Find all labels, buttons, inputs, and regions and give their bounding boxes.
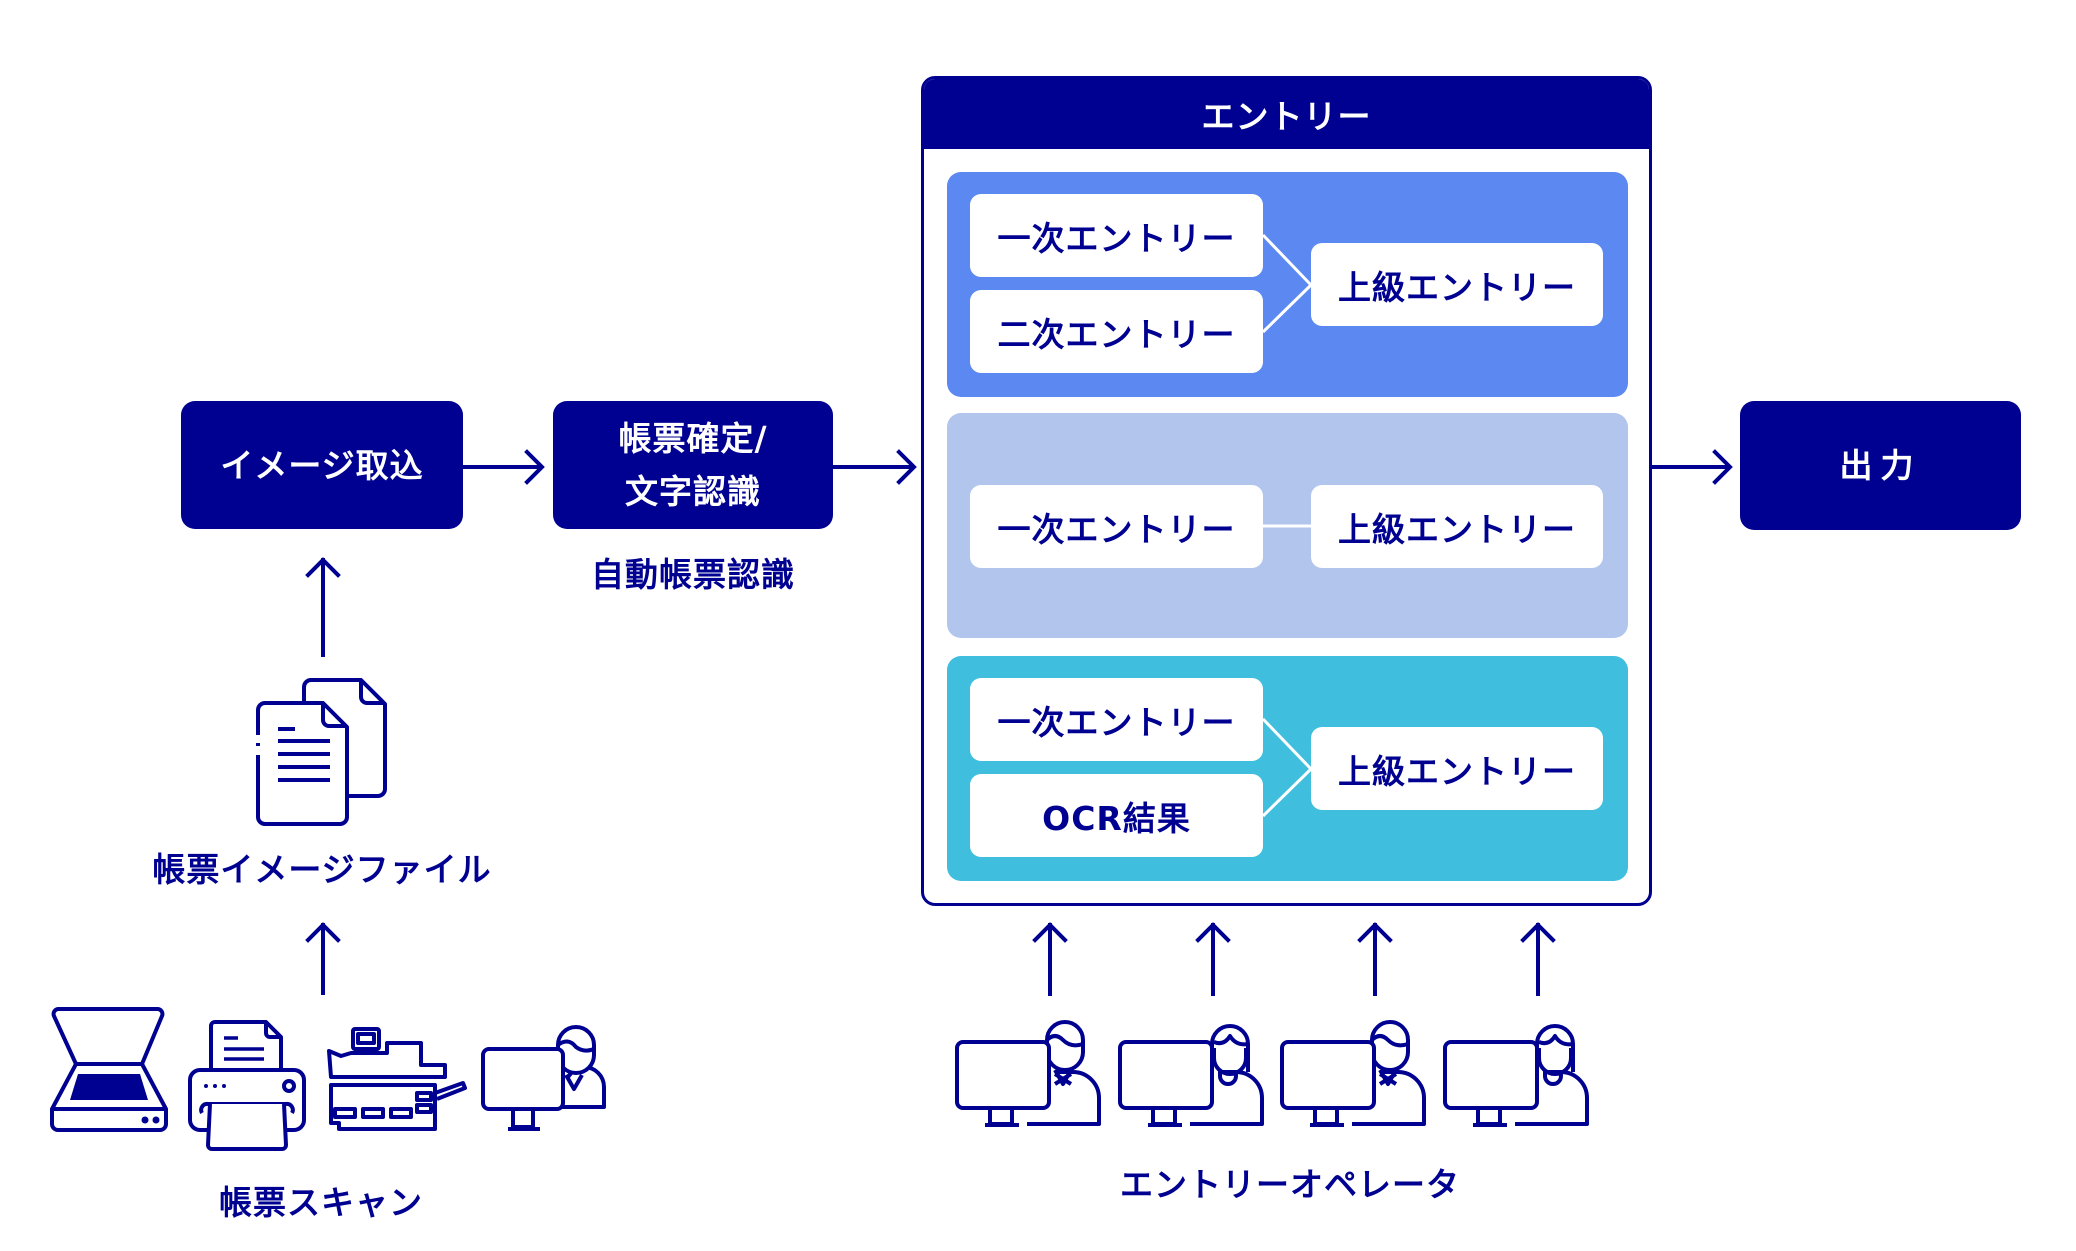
male-operator-icon — [955, 1020, 1101, 1127]
entry-panel-ocr: 一次エントリー OCR結果 上級エントリー — [947, 656, 1628, 881]
entry-box-advanced: 上級エントリー — [1311, 485, 1603, 568]
entry-box-advanced-label: 上級エントリー — [1338, 509, 1576, 549]
entry-box-primary: 一次エントリー — [970, 194, 1263, 277]
entry-box-advanced: 上級エントリー — [1311, 727, 1603, 810]
entry-box-secondary-label: 二次エントリー — [997, 314, 1236, 354]
arrow-entry-to-output — [1650, 449, 1733, 485]
output-label: 出力 — [1839, 446, 1922, 485]
entry-box-primary: 一次エントリー — [970, 678, 1263, 761]
arrow-operator-1-to-entry — [1032, 922, 1068, 996]
operators-label: エントリーオペレータ — [1120, 1165, 1460, 1204]
output-box: 出力 — [1740, 401, 2021, 530]
recognition-caption: 自動帳票認識 — [591, 555, 795, 594]
entry-box-advanced: 上級エントリー — [1311, 243, 1603, 326]
recognition-label-line1: 帳票確定/ — [618, 419, 768, 458]
entry-panel-double: 一次エントリー 二次エントリー 上級エントリー — [947, 172, 1628, 397]
entry-header: エントリー — [924, 79, 1649, 149]
arrow-operator-4-to-entry — [1520, 922, 1556, 996]
image-import-label: イメージ取込 — [220, 445, 424, 485]
recognition-box: 帳票確定/ 文字認識 — [553, 401, 833, 529]
arrow-import-to-recognition — [461, 449, 545, 485]
printer-icon — [188, 1020, 306, 1151]
entry-box-primary-label: 一次エントリー — [997, 218, 1236, 258]
arrow-file-to-import — [305, 557, 341, 657]
entry-box-primary-label: 一次エントリー — [997, 702, 1236, 742]
entry-box-primary-label: 一次エントリー — [997, 509, 1236, 549]
ocr-result-box: OCR結果 — [970, 774, 1263, 857]
computer-operator-icon — [481, 1025, 606, 1131]
arrow-operator-3-to-entry — [1357, 922, 1393, 996]
female-operator-icon — [1443, 1024, 1589, 1127]
entry-box-advanced-label: 上級エントリー — [1338, 751, 1576, 791]
image-file-label: 帳票イメージファイル — [152, 850, 492, 889]
scan-label: 帳票スキャン — [219, 1183, 423, 1222]
scanner-icon — [50, 1007, 168, 1132]
multifunction-copier-icon — [327, 1027, 467, 1131]
ocr-result-label: OCR結果 — [1042, 798, 1191, 838]
image-import-box: イメージ取込 — [181, 401, 463, 529]
entry-title: エントリー — [1201, 97, 1372, 136]
entry-frame: エントリー 一次エントリー 二次エントリー 上級エントリー 一次エントリー — [921, 76, 1652, 906]
female-operator-icon — [1118, 1024, 1264, 1127]
arrow-operator-2-to-entry — [1195, 922, 1231, 996]
arrow-recognition-to-entry — [831, 449, 917, 485]
recognition-label-line2: 文字認識 — [625, 472, 761, 511]
entry-box-primary: 一次エントリー — [970, 485, 1263, 568]
entry-box-advanced-label: 上級エントリー — [1338, 267, 1576, 307]
entry-box-secondary: 二次エントリー — [970, 290, 1263, 373]
entry-panel-single: 一次エントリー 上級エントリー — [947, 413, 1628, 638]
male-operator-icon — [1280, 1020, 1426, 1127]
document-files-icon — [256, 678, 387, 826]
arrow-scan-to-file — [305, 922, 341, 995]
